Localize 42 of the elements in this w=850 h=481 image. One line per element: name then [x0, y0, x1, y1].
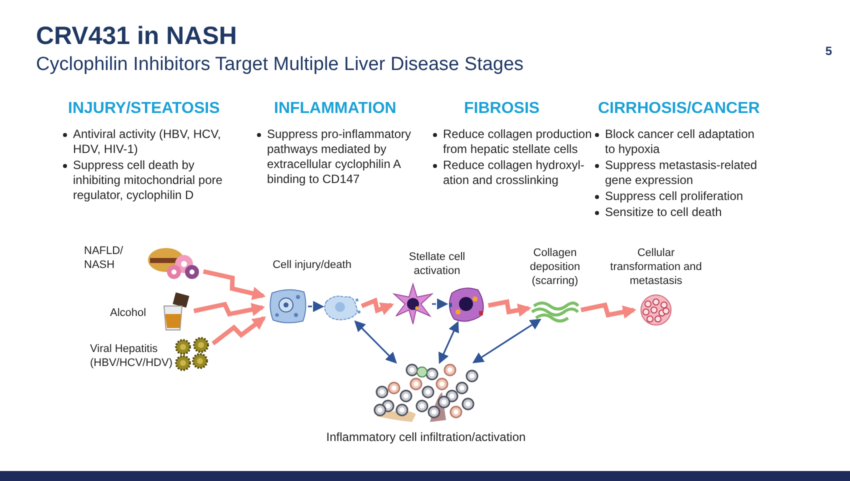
bullet-point: Reduce collagen production from hepatic stellate cells [443, 127, 593, 157]
stage-label: Stellate cell activation [408, 250, 466, 278]
virus-particles-picture [174, 338, 210, 370]
stellate-cell-picture [394, 284, 432, 324]
stage-heading: FIBROSIS [463, 100, 541, 118]
bullet-point: Suppress cell proliferation [605, 189, 744, 204]
stage-label: Alcohol [110, 306, 148, 320]
lightning-arrow [193, 302, 266, 317]
bullet-point: Reduce collagen hydroxyl- ation and crosslinking [443, 158, 586, 188]
arrow [472, 318, 542, 364]
stage-heading: INJURY/STEATOSIS [67, 100, 221, 118]
stage-heading: CIRRHOSIS/CANCER [597, 100, 761, 118]
bullet-point: Antiviral activity (HBV, HCV, HDV, HIV-1) [73, 127, 222, 157]
arrow [432, 298, 448, 310]
stage-heading: INFLAMMATION [273, 100, 398, 118]
stage-label: NAFLD/ NASH [84, 244, 124, 272]
stage-label: Cell injury/death [272, 258, 352, 272]
arrow [438, 320, 459, 364]
cancer-cell-cluster-picture [638, 295, 674, 325]
lightning-arrow [580, 302, 636, 319]
stage-label: Cellular transformation and metastasis [609, 246, 703, 288]
lightning-arrow [212, 316, 266, 346]
bullet-point: Suppress pro-inflammatory pathways mediated by extracellular cyclophilin A binding to CD147 [267, 127, 412, 187]
title: CRV431 in NASH [36, 22, 237, 51]
page-number: 5 [825, 44, 832, 58]
lightning-arrow [488, 299, 532, 317]
arrow [308, 300, 324, 312]
lightning-arrow [202, 269, 266, 300]
stage-label: Collagen deposition (scarring) [528, 246, 582, 288]
inflammatory-cells-picture [372, 362, 480, 424]
bullet-point: Block cancer cell adaptation to hypoxia [605, 127, 756, 157]
collagen-fibers-picture [532, 300, 578, 320]
bullet-point: Suppress cell death by inhibiting mitochondrial pore regulator, cyclophilin D [73, 158, 224, 203]
hepatocyte-picture [268, 287, 308, 325]
activated-stellate-cell-picture [446, 285, 486, 323]
lightning-arrow [360, 298, 394, 316]
stage-label: Inflammatory cell infiltration/activation [325, 430, 527, 445]
bullet-point: Suppress metastasis-related gene expression [605, 158, 758, 188]
arrow [354, 320, 397, 364]
subtitle: Cyclophilin Inhibitors Target Multiple Liver Disease Stages [36, 54, 524, 76]
bullet-point: Sensitize to cell death [605, 205, 722, 220]
stage-label: Viral Hepatitis (HBV/HCV/HDV) [90, 342, 170, 370]
